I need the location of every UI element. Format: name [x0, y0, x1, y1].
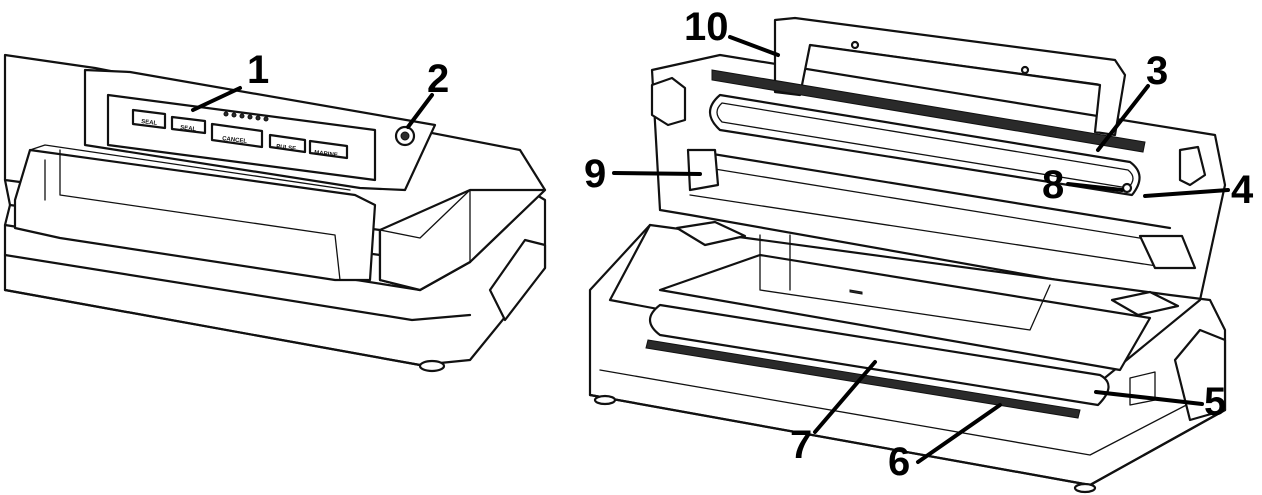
button-label: SEAL — [141, 119, 158, 127]
lid-screw — [1121, 182, 1133, 194]
callout-8: 8 — [1042, 163, 1064, 207]
callout-9: 9 — [584, 152, 606, 196]
foot — [418, 359, 446, 373]
button-label: CANCEL — [222, 136, 248, 145]
control-buttons: SEAL SEAL CANCEL PULSE MARINE — [131, 108, 349, 160]
open-sealer-view — [588, 16, 1227, 494]
leader-line-3 — [1096, 84, 1150, 152]
button-label: MARINE — [314, 150, 338, 159]
callout-4: 4 — [1231, 168, 1254, 212]
leader-line-1 — [191, 86, 242, 112]
callout-2: 2 — [427, 57, 449, 101]
indicator-leds — [223, 111, 269, 122]
foot — [593, 394, 617, 406]
callout-7: 7 — [790, 423, 812, 467]
upper-seal-strip — [711, 69, 1146, 153]
callout-labels: 1 2 3 4 5 6 7 8 9 10 — [247, 5, 1254, 484]
button-label: PULSE — [276, 144, 297, 152]
release-button — [394, 125, 416, 147]
leader-line-6 — [916, 403, 1002, 464]
callout-5: 5 — [1204, 380, 1226, 424]
callout-1: 1 — [247, 48, 269, 92]
leader-line-7 — [813, 360, 877, 434]
upper-gasket — [708, 93, 1141, 197]
leader-line-8 — [1066, 182, 1124, 192]
callout-6: 6 — [888, 440, 910, 484]
callout-10: 10 — [684, 5, 729, 49]
lid-handle — [773, 16, 1127, 137]
callout-3: 3 — [1146, 49, 1168, 93]
leader-line-5 — [1094, 390, 1204, 406]
leader-line-4 — [1143, 188, 1230, 198]
leader-line-9 — [612, 171, 702, 176]
closed-sealer-view: SEAL SEAL CANCEL PULSE MARINE — [3, 53, 547, 373]
lower-gasket — [648, 303, 1110, 407]
button-label: SEAL — [180, 125, 197, 133]
leader-line-2 — [406, 93, 434, 129]
leader-line-10 — [728, 35, 780, 57]
foot — [1073, 482, 1097, 494]
leader-lines — [191, 35, 1230, 464]
vacuum-chamber — [658, 253, 1152, 372]
